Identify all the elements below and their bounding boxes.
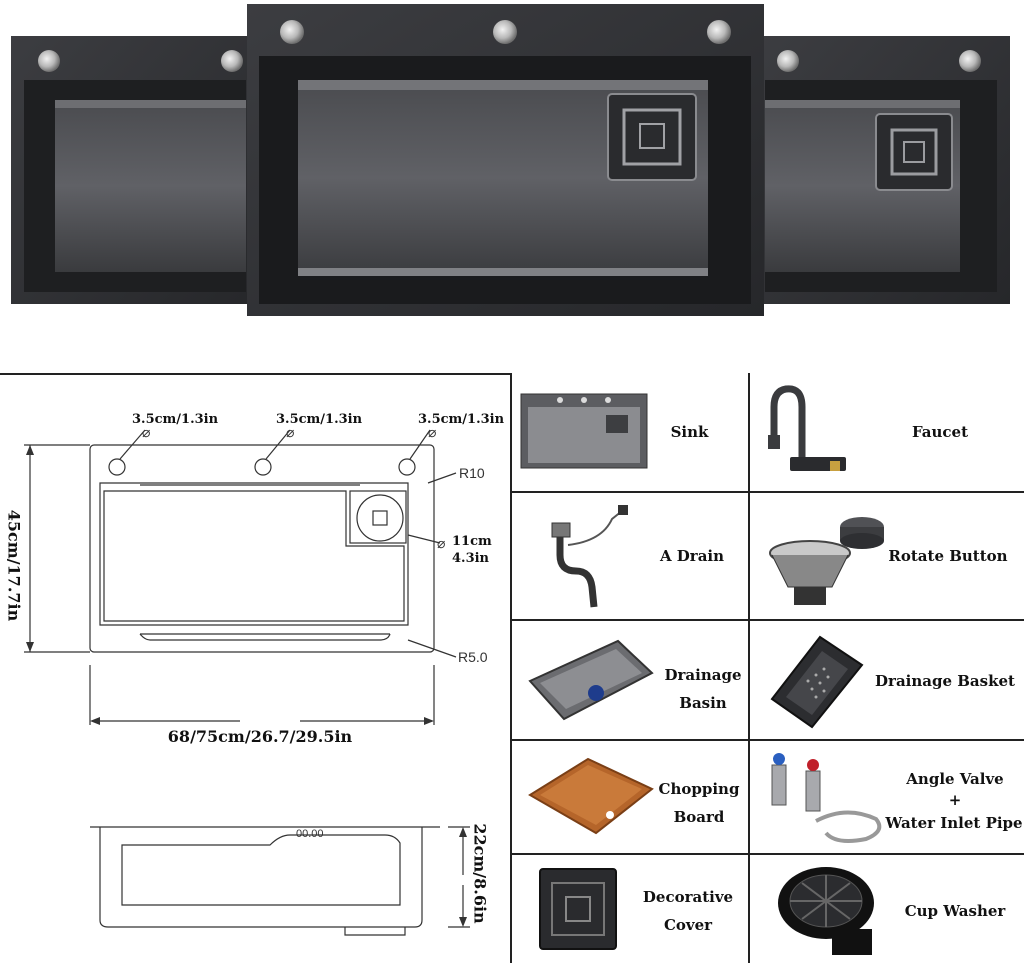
rotate-button-icon bbox=[769, 517, 884, 605]
drainage-basin-icon bbox=[528, 639, 654, 721]
angle-valve-icon bbox=[771, 753, 882, 843]
height-dim-label: 22cm/8.6in bbox=[470, 823, 490, 924]
hole-dim-3: 3.5cm/1.3in bbox=[418, 412, 505, 427]
accessory-grid: Sink Faucet A Drain Rotate Button bbox=[510, 373, 1024, 963]
accessory-cell-drainage-basin: Drainage Basin bbox=[512, 621, 750, 741]
drain-icon bbox=[551, 505, 628, 608]
label-faucet: Faucet bbox=[911, 423, 969, 441]
label-chopping-board-1: Chopping bbox=[658, 780, 740, 798]
accessory-cell-faucet: Faucet bbox=[750, 373, 1024, 493]
accessory-cell-rotate-button: Rotate Button bbox=[750, 493, 1024, 621]
width-dim-label: 68/75cm/26.7/29.5in bbox=[167, 727, 353, 746]
accessory-cell-sink: Sink bbox=[512, 373, 750, 493]
dimension-drawing: ⌀ ⌀ ⌀ ⌀ bbox=[24, 424, 470, 936]
accessory-cell-drainage-basket: Drainage Basket bbox=[750, 621, 1024, 741]
accessory-cell-decorative-cover: Decorative Cover bbox=[512, 855, 750, 963]
faucet-icon bbox=[768, 385, 846, 471]
label-drainage-basin-1: Drainage bbox=[664, 666, 742, 684]
left-sink-image bbox=[11, 36, 261, 304]
label-angle-valve-2: + bbox=[948, 791, 962, 809]
drain-dia-in: 4.3in bbox=[452, 551, 490, 566]
diameter-symbol-4: ⌀ bbox=[437, 535, 445, 551]
hole-dim-1: 3.5cm/1.3in bbox=[132, 412, 219, 427]
label-decorative-cover-2: Cover bbox=[663, 916, 713, 934]
diameter-symbol-2: ⌀ bbox=[286, 424, 294, 440]
right-sink-image bbox=[760, 36, 1010, 304]
chopping-board-icon bbox=[528, 757, 654, 835]
diameter-symbol-1: ⌀ bbox=[142, 424, 150, 440]
label-chopping-board-2: Board bbox=[673, 808, 725, 826]
diameter-symbol-3: ⌀ bbox=[428, 424, 436, 440]
accessory-cell-angle-valve: Angle Valve + Water Inlet Pipe bbox=[750, 741, 1024, 855]
label-angle-valve-3: Water Inlet Pipe bbox=[885, 814, 1023, 832]
accessory-cell-cup-washer: Cup Washer bbox=[750, 855, 1024, 963]
depth-dim-label: 45cm/17.7in bbox=[4, 509, 24, 622]
label-cup-washer: Cup Washer bbox=[904, 902, 1006, 920]
label-sink: Sink bbox=[670, 423, 709, 441]
radius-bottom-label: R5.0 bbox=[458, 649, 488, 665]
drain-dia-cm: 11cm bbox=[452, 534, 492, 549]
drainage-basket-icon bbox=[770, 635, 864, 729]
decorative-cover-icon bbox=[539, 868, 617, 950]
accessory-cell-drain: A Drain bbox=[512, 493, 750, 621]
cup-washer-icon bbox=[778, 867, 874, 955]
accessory-cell-chopping-board: Chopping Board bbox=[512, 741, 750, 855]
label-angle-valve-1: Angle Valve bbox=[906, 770, 1004, 788]
sink-product-photo bbox=[11, 4, 1010, 316]
hole-dim-2: 3.5cm/1.3in bbox=[276, 412, 363, 427]
sink-thumbnail bbox=[520, 393, 648, 469]
side-view-mark: 00.00 bbox=[296, 828, 324, 840]
label-drainage-basin-2: Basin bbox=[679, 694, 727, 712]
center-sink-image bbox=[247, 4, 764, 316]
label-rotate-button: Rotate Button bbox=[888, 547, 1008, 565]
label-decorative-cover-1: Decorative bbox=[642, 888, 734, 906]
label-drainage-basket: Drainage Basket bbox=[875, 672, 1015, 690]
label-a-drain: A Drain bbox=[659, 547, 725, 565]
radius-top-label: R10 bbox=[459, 465, 485, 481]
